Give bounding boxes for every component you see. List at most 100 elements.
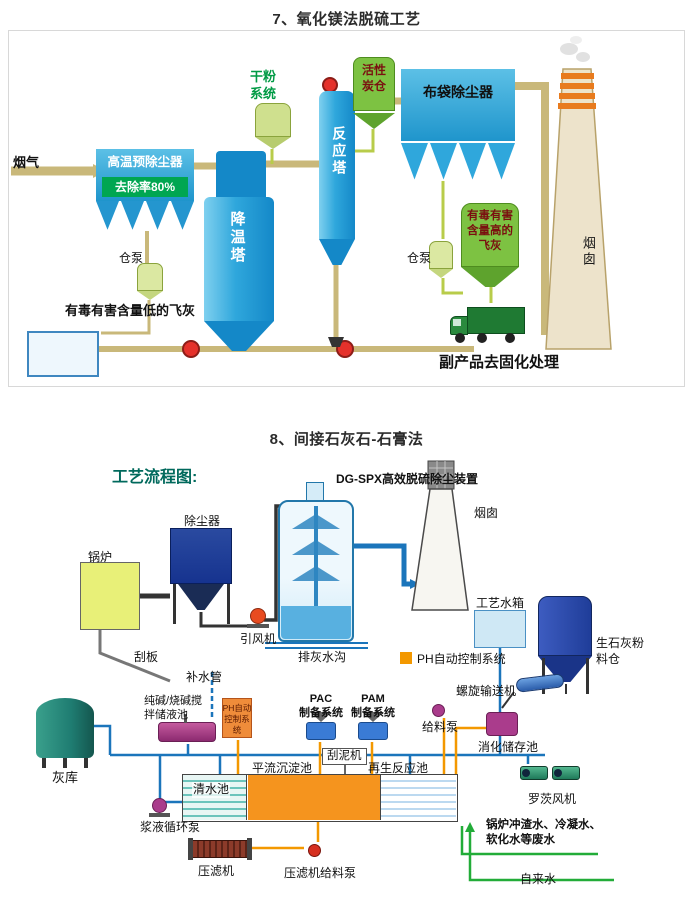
activated-carbon-label: 活性 炭仓 <box>361 63 386 93</box>
high-toxic-ash-label: 有毒有害 含量高的 飞灰 <box>467 210 513 252</box>
induced-fan-base <box>247 624 269 628</box>
flow-chart-title: 工艺流程图: <box>112 469 198 486</box>
ph-right-icon <box>400 652 412 664</box>
silo-pump-left-label: 仓泵 <box>119 251 144 265</box>
slurry-pump-label: 浆液循环泵 <box>140 820 201 834</box>
diagram1-title: 7、氧化镁法脱硫工艺 <box>272 11 421 28</box>
truck-cargo <box>467 307 525 334</box>
pam-funnel <box>362 712 384 722</box>
scrubber-center-pipe <box>314 506 318 606</box>
low-toxic-ash-label: 有毒有害含量低的飞灰 <box>65 303 196 318</box>
slurry-lines-orange <box>236 718 488 850</box>
pac-funnel <box>310 712 332 722</box>
pre-deduster-label: 高温预除尘器 <box>107 155 183 169</box>
truck-wheel-1 <box>455 333 465 343</box>
bag-filter-body <box>401 69 515 141</box>
dust-collector-leg-2 <box>227 584 230 624</box>
induced-fan-label: 引风机 <box>240 632 277 646</box>
roots-blower-motor-1 <box>522 769 530 777</box>
lime-silo-leg-2 <box>586 658 589 694</box>
regeneration-pool-label: 再生反应池 <box>368 761 429 775</box>
scrubber-outlet-stub <box>306 482 324 502</box>
diagram-1-magnesium-oxide-process: 烟气 高温预除尘器 去除率80% 仓泵 有毒有害含量低的飞灰 降温塔 干粉 系统… <box>8 30 685 387</box>
alkali-storage-label: 纯碱/烧碱搅 拌储液池 <box>144 695 203 722</box>
ash-storage-leg-3 <box>84 758 88 768</box>
sedimentation-pool-label: 平流沉淀池 <box>252 761 313 775</box>
lime-silo-label: 生石灰粉 料仓 <box>596 636 645 666</box>
ash-drain-label: 排灰水沟 <box>298 650 347 664</box>
reaction-tower-label: 反应塔 <box>331 126 348 177</box>
process-water-tank-body <box>474 610 526 648</box>
cooling-tower-label: 降温塔 <box>228 211 246 265</box>
cooling-tower-upper <box>216 151 266 199</box>
bag-filter-label: 布袋除尘器 <box>423 84 493 100</box>
pam-label: PAM 制备系统 <box>351 693 395 720</box>
silo-pump-left-cone <box>137 291 163 300</box>
wastewater-label: 锅炉冲渣水、冷凝水、 软化水等废水 <box>486 819 601 846</box>
dust-collector-leg-1 <box>173 584 176 624</box>
tap-water-label: 自来水 <box>520 872 557 886</box>
filter-press-plate-left <box>188 838 193 860</box>
boiler-body <box>80 562 140 630</box>
truck-wheel-3 <box>505 333 515 343</box>
lime-silo-body <box>538 596 592 656</box>
mud-scraper-label: 刮泥机 <box>322 748 367 765</box>
pool-complex <box>182 774 458 822</box>
feed-pump-label: 给料泵 <box>422 720 459 734</box>
flue-gas-label: 烟气 <box>13 155 40 170</box>
removal-rate-badge <box>102 177 188 197</box>
ph-left-box <box>222 698 252 738</box>
pump-icons <box>182 77 354 358</box>
chimney-inlet-arrow <box>410 579 420 589</box>
diagram-2-limestone-gypsum-process: 工艺流程图: DG-SPX高效脱硫除尘装置 烟囱 排灰水沟 除尘器 锅炉 刮板 … <box>0 448 693 912</box>
powder-feed-lines <box>270 129 493 303</box>
filter-press-body <box>192 840 248 858</box>
sedimentation-pool-section <box>248 775 381 820</box>
water-lines-green <box>460 826 614 882</box>
feed-pump-icon <box>432 704 445 717</box>
activated-carbon-vessel <box>353 57 395 111</box>
pam-tank <box>358 722 388 740</box>
smoke-puffs <box>560 36 590 62</box>
silo-pump-right-cone <box>429 269 453 278</box>
makeup-water-label: 补水管 <box>186 670 223 684</box>
diagram1-pipes-layer <box>11 36 612 358</box>
chimney2-label: 烟囱 <box>474 506 499 520</box>
boiler-label: 锅炉 <box>88 550 113 564</box>
induced-fan-icon <box>250 608 266 624</box>
high-toxic-ash-vessel <box>461 203 519 267</box>
roots-blower-label: 罗茨风机 <box>528 792 577 806</box>
digestion-pool-label: 消化储存池 <box>478 740 539 754</box>
device-title: DG-SPX高效脱硫除尘装置 <box>336 472 479 486</box>
screw-conveyor-label: 螺旋输送机 <box>456 684 517 698</box>
ash-storage-label: 灰库 <box>52 770 79 785</box>
truck-window <box>453 319 461 326</box>
chimney-shape <box>545 68 612 350</box>
process-water-tank-label: 工艺水箱 <box>476 596 525 610</box>
diagram2-lines-layer <box>94 460 614 882</box>
clean-water-pool-label: 清水池 <box>192 782 231 798</box>
pre-deduster-hoppers <box>96 201 194 231</box>
alkali-storage-tank <box>158 722 216 742</box>
reaction-tower-body <box>319 91 355 239</box>
silo-pump-left-vessel <box>137 263 163 291</box>
dust-collector-label: 除尘器 <box>184 514 221 528</box>
diagram2-title: 8、间接石灰石-石膏法 <box>269 431 424 448</box>
slurry-pump-base <box>149 813 170 817</box>
filter-feed-pump-icon <box>308 844 321 857</box>
ash-storage-leg-1 <box>42 758 46 768</box>
ph-left-label: PH自动 控制系统 <box>222 703 252 736</box>
filter-feed-pump-label: 压滤机给料泵 <box>284 866 357 880</box>
removal-rate-label: 去除率80% <box>114 180 176 194</box>
alkali-stirrer <box>184 714 187 723</box>
ash-storage-body <box>36 698 94 758</box>
water-tank <box>27 331 99 377</box>
silo-pump-right-label: 仓泵 <box>407 251 432 265</box>
pac-label: PAC 制备系统 <box>299 693 343 720</box>
bag-filter-hoppers <box>401 143 515 181</box>
filter-press-plate-right <box>247 838 252 860</box>
scraper-line <box>98 630 171 683</box>
filter-press-label: 压滤机 <box>198 864 235 878</box>
truck-wheel-2 <box>477 333 487 343</box>
